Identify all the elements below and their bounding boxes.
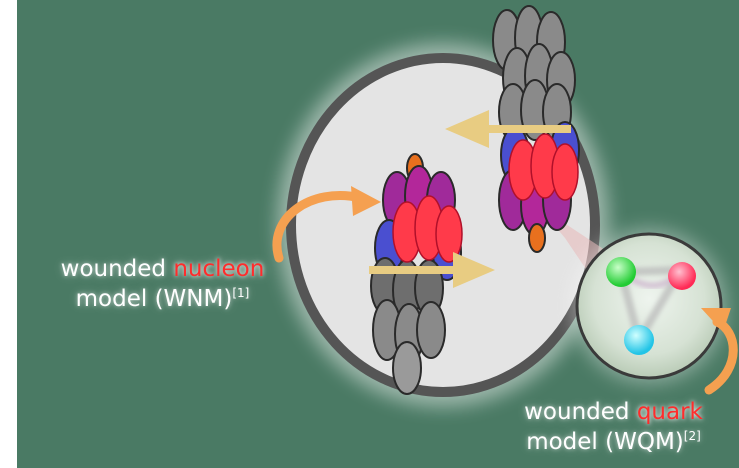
red-quark-icon bbox=[668, 262, 696, 290]
quark-bubble bbox=[571, 228, 727, 384]
wqm-highlight: quark bbox=[637, 399, 703, 425]
wnm-line2: model (WNM) bbox=[76, 286, 233, 312]
wqm-prefix: wounded bbox=[524, 399, 629, 425]
cyan-quark-icon bbox=[624, 325, 654, 355]
green-quark-icon bbox=[606, 257, 636, 287]
wnm-prefix: wounded bbox=[61, 256, 166, 282]
wqm-label: wounded quark model (WQM)[2] bbox=[493, 397, 734, 457]
wnm-label: wounded nucleon model (WNM)[1] bbox=[17, 254, 308, 314]
wqm-line2: model (WQM) bbox=[526, 429, 684, 455]
wqm-ref: [2] bbox=[684, 429, 701, 443]
wnm-highlight: nucleon bbox=[173, 256, 264, 282]
wnm-ref: [1] bbox=[232, 286, 249, 300]
collision-illustration: wounded nucleon model (WNM)[1] wounded q… bbox=[17, 0, 739, 468]
